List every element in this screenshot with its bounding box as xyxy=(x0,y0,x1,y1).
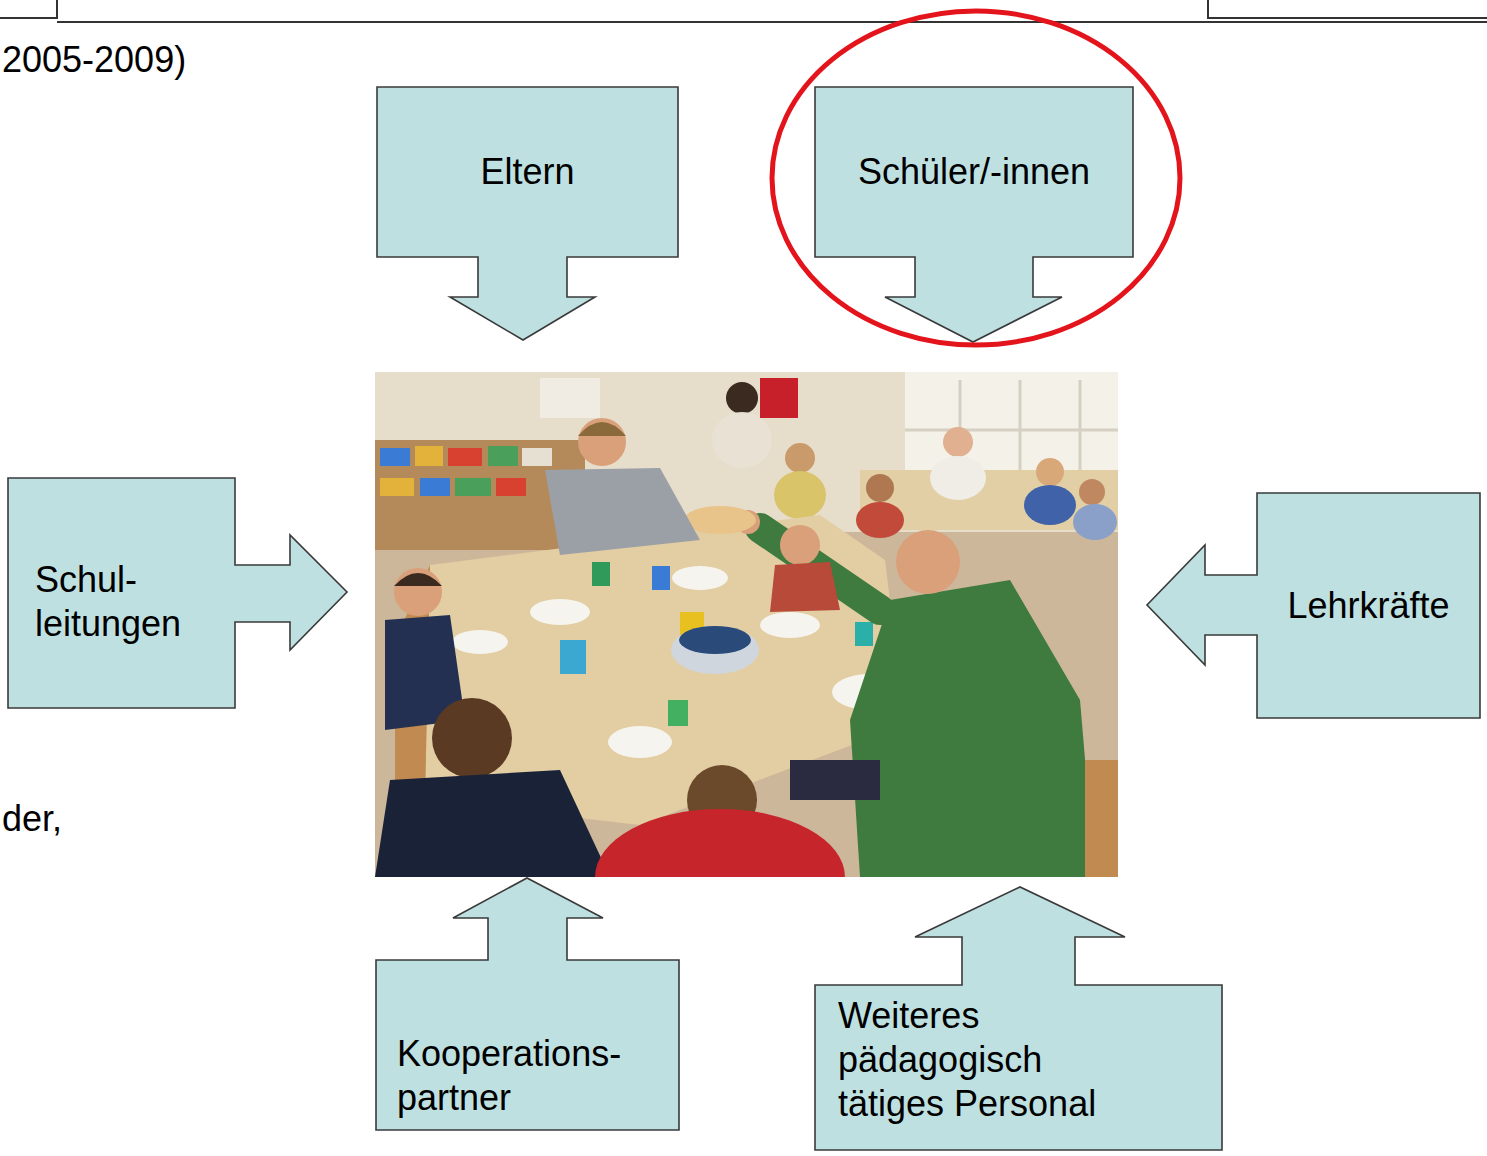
node-label: Weiteres pädagogisch tätiges Personal xyxy=(838,994,1158,1126)
node-label: Schüler/-innen xyxy=(825,150,1123,194)
slide-text-fragment: 2005-2009) xyxy=(2,38,186,82)
callout-shape xyxy=(815,87,1133,342)
frame-line xyxy=(0,0,57,18)
callout-shape xyxy=(1147,493,1480,718)
callout-outline xyxy=(375,85,680,342)
callout-shape xyxy=(377,87,678,340)
node-label: Schul- leitungen xyxy=(35,558,225,646)
arrow-callout-box: Eltern xyxy=(375,85,680,342)
frame-line xyxy=(57,21,1487,23)
node-label: Eltern xyxy=(387,150,668,194)
highlight-ellipse xyxy=(772,11,1180,345)
text-block: Eltern xyxy=(387,150,668,194)
text-block: Weiteres pädagogisch tätiges Personal xyxy=(838,994,1158,1126)
slide-frame xyxy=(0,0,1487,22)
callout-outline xyxy=(813,85,1135,344)
callout-shape xyxy=(8,478,347,708)
callout-shape xyxy=(815,887,1222,1150)
text-block: Lehrkräfte xyxy=(1267,584,1470,628)
text-block: Schüler/-innen xyxy=(825,150,1123,194)
frame-line xyxy=(1208,0,1487,18)
arrow-callout-box: Schüler/-innen xyxy=(813,85,1135,344)
arrow-callout-box: Weiteres pädagogisch tätiges Personal xyxy=(813,885,1224,1152)
text-block: Schul- leitungen xyxy=(35,558,225,646)
node-label: Lehrkräfte xyxy=(1267,584,1470,628)
arrow-callout-box: Kooperations- partner xyxy=(374,876,681,1132)
lunch-photo xyxy=(375,372,1118,877)
node-label: Kooperations- partner xyxy=(397,1032,657,1120)
slide-text-fragment: der, xyxy=(2,797,62,841)
text-block: Kooperations- partner xyxy=(397,1032,657,1120)
arrow-callout-box: Schul- leitungen xyxy=(6,476,349,710)
arrow-callout-box: Lehrkräfte xyxy=(1145,491,1482,720)
callout-shape xyxy=(376,878,679,1130)
